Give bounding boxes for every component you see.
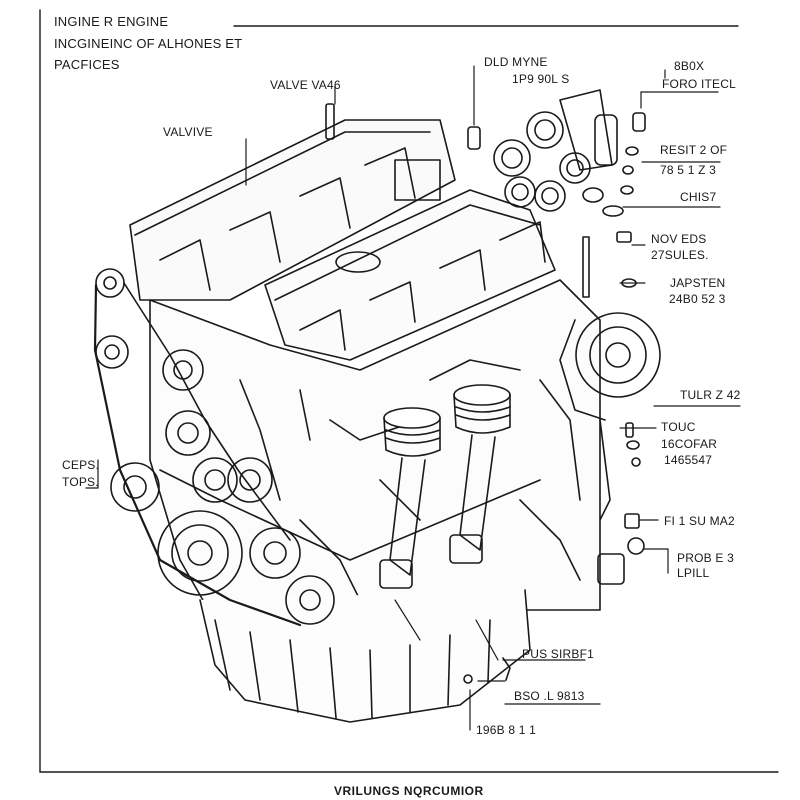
label-touc: TOUC — [661, 420, 696, 434]
label-valvive: VALVIVE — [163, 125, 213, 139]
label-nov-eds: NOV EDS — [651, 232, 707, 246]
oil-pan — [199, 589, 531, 723]
label-tops: TOPS. — [62, 475, 99, 489]
label-japsten: JAPSTEN — [670, 276, 726, 290]
pulleys — [93, 268, 335, 627]
label-tulr: TULR Z 42 — [680, 388, 741, 402]
label-bso: BSO .L 9813 — [514, 689, 585, 703]
label-prob: PROB E 3 — [677, 551, 734, 565]
pistons — [379, 384, 511, 589]
label-dld-code: 1P9 90L S — [512, 72, 570, 86]
header-title-line3: PACFICES — [54, 57, 120, 72]
label-196b: 196B 8 1 1 — [476, 723, 537, 737]
intake-runners — [493, 89, 646, 212]
header-title-line2: INCGINEINC OF ALHONES ET — [54, 36, 243, 51]
label-resit: RESIT 2 OF — [660, 143, 728, 157]
label-cofar: 16COFAR — [661, 437, 718, 451]
valve-cover-rear — [129, 119, 456, 301]
turbo-housing — [559, 312, 661, 521]
label-lpill: LPILL — [677, 566, 710, 580]
label-chis: CHIS7 — [680, 190, 717, 204]
header-title-line1: INGINE R ENGINE — [54, 14, 169, 29]
label-box: 8B0X — [674, 59, 705, 73]
label-dld-myne: DLD MYNE — [484, 55, 548, 69]
label-fil: FI 1 SU MA2 — [664, 514, 735, 528]
leader-lines — [85, 65, 741, 731]
label-valve-va: VALVE VA46 — [270, 78, 341, 92]
label-1465547: 1465547 — [664, 453, 713, 467]
label-sules: 27SULES. — [651, 248, 709, 262]
footer-caption: VRILUNGS NQRCUMIOR — [334, 784, 484, 798]
label-fordo: FORO ITECL — [662, 77, 737, 91]
valve-cover-front — [264, 189, 556, 361]
label-japsten-code: 24B0 52 3 — [669, 292, 726, 306]
label-pus: PUS SIRBF1 — [522, 647, 595, 661]
label-resit-code: 78 5 1 Z 3 — [660, 163, 717, 177]
label-ceps: CEPS. — [62, 458, 100, 472]
